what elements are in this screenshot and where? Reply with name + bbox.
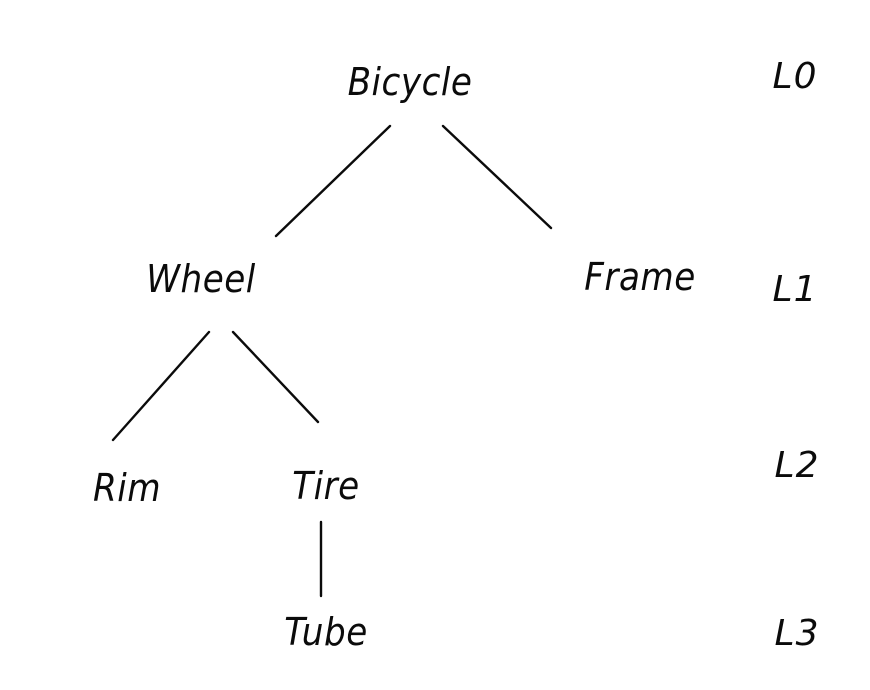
edge-bicycle-to-wheel [274, 124, 392, 238]
level-label-l0: L0 [772, 56, 818, 97]
level-label-l3: L3 [774, 613, 820, 654]
level-label-l2: L2 [774, 445, 820, 486]
node-label-rim[interactable]: Rim [92, 466, 162, 510]
node-label-frame[interactable]: Frame [584, 255, 696, 299]
node-label-wheel[interactable]: Wheel [146, 257, 256, 301]
node-label-tire[interactable]: Tire [292, 464, 360, 508]
level-label-l1: L1 [772, 269, 818, 310]
node-label-tube[interactable]: Tube [284, 610, 368, 654]
edge-bicycle-to-frame [441, 124, 553, 230]
edge-wheel-to-tire [231, 330, 320, 424]
edge-wheel-to-rim [111, 330, 211, 442]
node-label-bicycle[interactable]: Bicycle [347, 60, 473, 104]
